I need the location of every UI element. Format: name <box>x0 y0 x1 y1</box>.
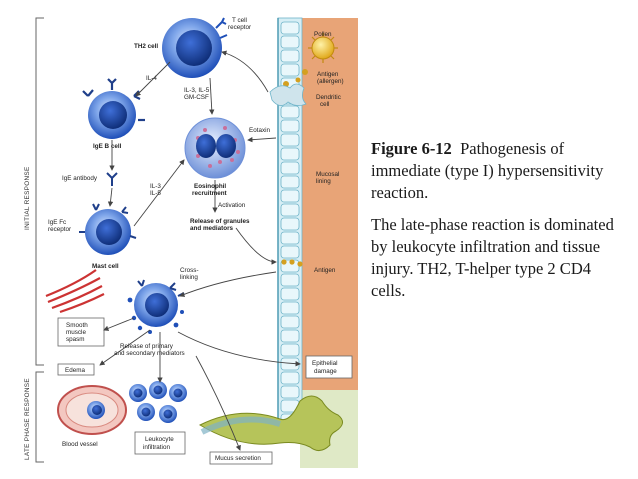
epithelial-cell <box>280 175 300 189</box>
release-primary-label: Release of primary <box>120 343 174 350</box>
epithelial-cell <box>280 35 300 49</box>
mast-cell <box>79 203 137 255</box>
infiltrating-leukocytes <box>129 381 187 423</box>
antigen-allergen-label: Antigen <box>317 71 339 78</box>
blood-vessel <box>57 385 127 435</box>
epithelial-cell <box>280 161 300 175</box>
smooth-muscle-label-2: muscle <box>66 329 86 336</box>
epithelial-damage-label: Epithelial <box>312 360 338 367</box>
ige-b-cell-label: IgE B cell <box>93 143 122 150</box>
antigen-allergen-label-2: (allergen) <box>317 78 344 85</box>
th2-cell-label: TH2 cell <box>134 43 158 50</box>
epithelial-cell <box>280 133 300 147</box>
eosinophil <box>184 117 246 179</box>
smooth-muscle-label-3: spasm <box>66 336 85 343</box>
mucosal-lining-label: Mucosal <box>316 171 339 178</box>
eotaxin-label: Eotaxin <box>249 127 271 134</box>
epithelial-cell <box>280 105 300 119</box>
il3-il5-label-2: IL-5 <box>150 190 161 197</box>
pathway-arrows <box>99 50 301 451</box>
il3-il5-gmcsf-label: IL-3, IL-5 <box>184 87 210 94</box>
epithelial-cell <box>280 287 300 301</box>
epithelial-cell <box>280 119 300 133</box>
epithelial-cell <box>280 371 300 385</box>
smooth-muscle-fibers <box>45 269 105 314</box>
epithelial-cell <box>280 49 300 63</box>
cross-linking-label: Cross- <box>180 267 199 274</box>
caption-title: Figure 6-12 Pathogenesis of immediate (t… <box>371 138 626 204</box>
release-granules-label-2: and mediators <box>190 225 234 232</box>
eosinophil-recruitment-label-2: recruitment <box>192 190 228 197</box>
cross-linking-label-2: linking <box>180 274 198 281</box>
epithelial-cell <box>280 245 300 259</box>
ige-antibody-icon <box>106 172 118 186</box>
figure-title: Pathogenesis of immediate (type I) hyper… <box>371 139 604 202</box>
mucosal-lining-label-2: lining <box>316 178 331 185</box>
epithelial-cell <box>280 203 300 217</box>
epithelial-cell <box>280 385 300 399</box>
ige-antibody-label: IgE antibody <box>62 175 98 182</box>
epithelial-cell <box>280 21 300 35</box>
ige-fc-receptor-label: IgE Fc <box>48 219 66 226</box>
th2-cell <box>162 17 228 78</box>
ige-fc-receptor-label-2: receptor <box>48 226 71 233</box>
blood-vessel-label: Blood vessel <box>62 441 98 448</box>
dendritic-cell <box>269 83 307 106</box>
t-cell-receptor-label: T cell <box>232 17 247 24</box>
mucus-secretion-label: Mucus secretion <box>215 455 261 462</box>
il4-label: IL-4 <box>146 75 157 82</box>
leukocyte-infiltration-label: Leukocyte <box>145 436 174 443</box>
release-granules-label: Release of granules <box>190 218 250 225</box>
t-cell-receptor-label-2: receptor <box>228 24 251 31</box>
dendritic-cell-label-2: cell <box>320 101 329 108</box>
il3-il5-label: IL-3 <box>150 183 161 190</box>
leukocyte-infiltration-label-2: infiltration <box>143 444 170 451</box>
antigen-label: Antigen <box>314 267 336 274</box>
epithelial-cell <box>280 63 300 77</box>
late-phase-label: LATE PHASE RESPONSE <box>24 378 31 460</box>
release-primary-label-2: and secondary mediators <box>114 350 185 357</box>
pollen-grain <box>308 33 338 63</box>
dendritic-cell-label: Dendritic <box>316 94 341 101</box>
epithelial-cell <box>280 231 300 245</box>
epithelial-cell <box>280 189 300 203</box>
mast-cell-label: Mast cell <box>92 263 119 270</box>
epithelial-cell <box>280 273 300 287</box>
edema-label: Edema <box>65 367 85 374</box>
activation-label: Activation <box>218 202 246 209</box>
epithelial-damage-label-2: damage <box>314 368 337 375</box>
ige-b-cell <box>82 78 145 139</box>
antigen-particles <box>281 69 308 267</box>
pollen-label: Pollen <box>314 31 332 38</box>
mucus-gland <box>198 395 343 451</box>
epithelial-cell <box>280 329 300 343</box>
eosinophil-recruitment-label: Eosinophil <box>194 183 226 190</box>
figure-caption: Figure 6-12 Pathogenesis of immediate (t… <box>371 138 626 312</box>
figure-number: Figure 6-12 <box>371 139 452 158</box>
epithelial-cell <box>280 301 300 315</box>
epithelial-cell <box>280 217 300 231</box>
smooth-muscle-label: Smooth <box>66 322 88 329</box>
hypersensitivity-diagram: INITIAL RESPONSE LATE PHASE RESPONSE Pol… <box>24 17 358 468</box>
initial-response-label: INITIAL RESPONSE <box>24 166 31 230</box>
epithelial-cell <box>280 147 300 161</box>
epithelial-cell <box>280 315 300 329</box>
phase-brackets <box>35 17 44 463</box>
caption-body: The late-phase reaction is dominated by … <box>371 215 614 300</box>
activated-mast-cell <box>127 279 185 334</box>
il3-il5-gmcsf-label-2: GM-CSF <box>184 94 209 101</box>
epithelial-cell <box>280 343 300 357</box>
